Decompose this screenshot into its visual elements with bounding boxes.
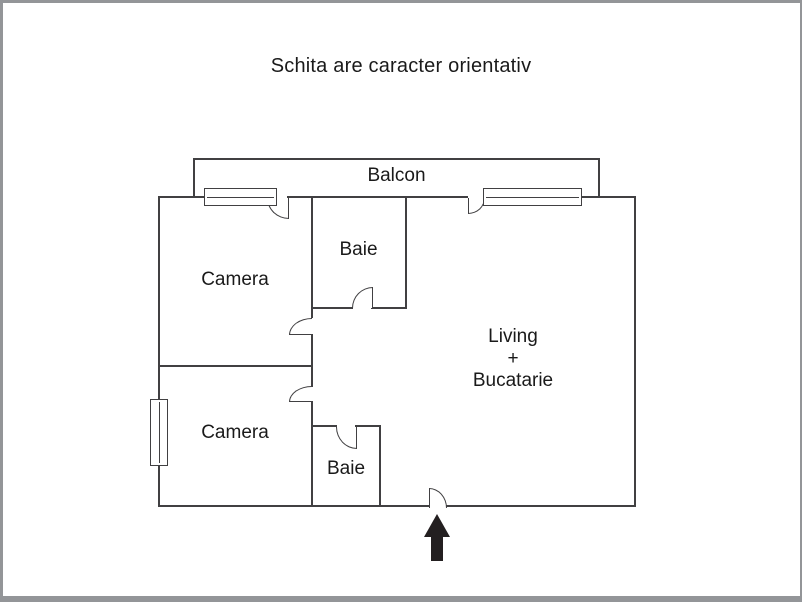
- window-left-wall: [150, 399, 168, 466]
- window-left-wall-midline: [158, 402, 160, 463]
- balcony-outline: [193, 158, 600, 198]
- room-label-camera-bottom: Camera: [201, 422, 269, 443]
- wall-bottom-segment-1: [158, 505, 429, 507]
- room-label-camera-top: Camera: [201, 269, 269, 290]
- wall-hall-vertical-lower: [311, 401, 313, 507]
- wall-top-segment-2: [287, 196, 468, 198]
- door-arc-entrance: [429, 488, 447, 508]
- wall-baie-top-bottom-seg2: [371, 307, 407, 309]
- window-top-right: [483, 188, 582, 206]
- wall-camera-divider: [158, 365, 313, 367]
- window-top-right-midline: [486, 196, 579, 198]
- room-label-living-line2: +: [507, 348, 519, 369]
- room-label-baie-top: Baie: [339, 239, 378, 260]
- wall-hall-vertical-middle: [311, 334, 313, 387]
- wall-bottom-segment-2: [445, 505, 636, 507]
- wall-hall-vertical-upper: [311, 196, 313, 318]
- entrance-arrow-head-icon: [424, 514, 450, 537]
- wall-right: [634, 196, 636, 507]
- room-label-baie-bottom: Baie: [326, 458, 366, 479]
- wall-baie-top-right: [405, 196, 407, 309]
- entrance-arrow-stem: [431, 536, 443, 561]
- room-label-living-line3: Bucatarie: [472, 370, 554, 391]
- door-arc-camera-bottom: [289, 386, 312, 402]
- door-arc-baie-top: [352, 287, 373, 308]
- room-label-living: Living + Bucatarie: [406, 326, 620, 392]
- wall-baie-bottom-right: [379, 425, 381, 507]
- balcony-label: Balcon: [367, 165, 426, 186]
- door-arc-baie-bottom: [336, 427, 357, 449]
- door-arc-camera-top: [289, 318, 312, 335]
- wall-baie-top-bottom-seg1: [311, 307, 353, 309]
- wall-baie-bottom-top-seg2: [355, 425, 381, 427]
- wall-left: [158, 196, 160, 507]
- window-top-left: [204, 188, 277, 206]
- plan-title: Schita are caracter orientativ: [270, 55, 532, 77]
- window-top-left-midline: [207, 196, 274, 198]
- room-label-living-line1: Living: [488, 326, 538, 347]
- wall-baie-bottom-top-seg1: [311, 425, 337, 427]
